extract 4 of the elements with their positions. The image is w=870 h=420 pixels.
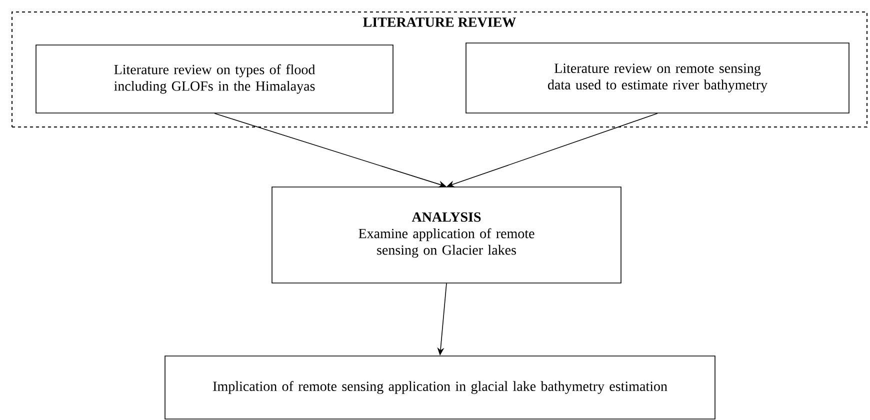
process-box: Literature review on remote sensing data used to estimate river bathymetry (466, 42, 850, 114)
process-box: Implication of remote sensing application in glacial lake bathymetry estimation (164, 356, 716, 420)
process-box: ANALYSIS Examine application of remote sensing on Glacier lakes (272, 186, 622, 284)
process-box: Literature review on types of flood including GLOFs in the Himalayas (36, 44, 394, 114)
